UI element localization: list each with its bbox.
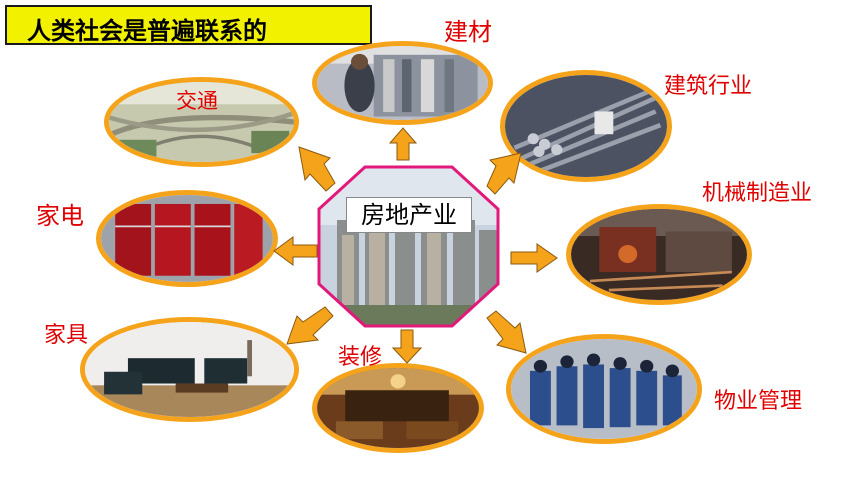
label-building-materials: 建材 <box>444 18 492 46</box>
title-box: 人类社会是普遍联系的 <box>5 5 372 45</box>
arrow-upper-left <box>298 146 336 192</box>
appliances-image <box>96 190 278 287</box>
building-materials-image <box>312 41 493 125</box>
construction-image <box>500 70 672 182</box>
property-management-image <box>506 334 702 444</box>
arrow-upper-right <box>486 152 522 195</box>
label-appliances: 家电 <box>36 202 84 230</box>
label-decoration: 装修 <box>338 345 383 370</box>
arrow-left <box>273 236 318 266</box>
label-transport: 交通 <box>176 89 218 113</box>
furniture-image <box>80 317 299 422</box>
center-label: 房地产业 <box>346 197 472 233</box>
label-machinery: 机械制造业 <box>702 181 813 206</box>
machinery-image <box>566 204 752 305</box>
arrow-lower-right <box>486 310 527 354</box>
page-title: 人类社会是普遍联系的 <box>27 17 267 45</box>
transport-image <box>104 77 299 167</box>
decoration-image <box>312 363 484 453</box>
arrow-down <box>391 329 423 364</box>
arrow-right <box>510 243 558 273</box>
arrow-up <box>388 127 418 161</box>
arrow-lower-left <box>286 306 334 345</box>
label-property-management: 物业管理 <box>714 389 803 414</box>
label-construction: 建筑行业 <box>664 74 753 99</box>
label-furniture: 家具 <box>44 323 89 348</box>
